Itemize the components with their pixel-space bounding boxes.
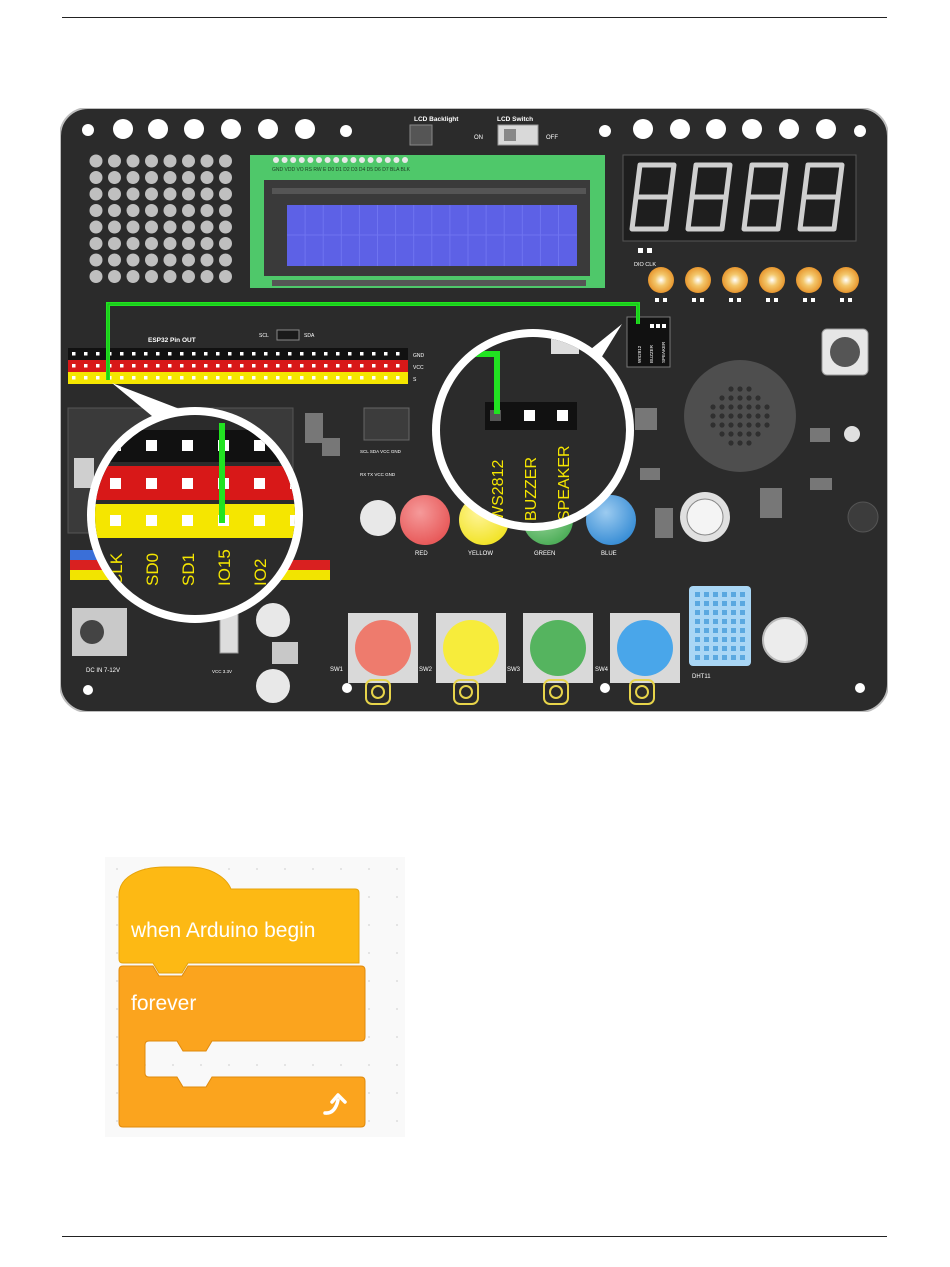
touch-pads [365,679,655,705]
loop-arrow-icon [323,1093,347,1115]
header-vcc-label: VCC [413,365,424,371]
led-green-label: GREEN [534,551,555,557]
sw4-label: SW4 [595,667,609,673]
header-gnd-label: GND [413,353,425,359]
lcd-pin-labels: GND VDD VO RS RW E D0 D1 D2 D3 D4 D5 D6 … [272,167,411,173]
top-holes [82,119,866,139]
green-wire [106,302,640,380]
sw3-label: SW3 [507,667,521,673]
zoom-left-label-io2: IO2 [251,559,270,586]
push-buttons [348,613,680,683]
led-red [400,495,450,545]
header-rule [62,17,887,18]
light-sensor [844,426,860,442]
led-yellow-label: YELLOW [468,551,493,557]
forever-block[interactable] [118,965,366,1128]
module-label-buzzer: BUZZER [649,344,654,363]
zoom-left-label-sd1: SD1 [179,553,198,586]
lcd-switch-off: OFF [546,135,558,141]
gold-ring-leds [648,267,859,302]
sw1-label: SW1 [330,667,344,673]
push-button-dark [847,501,879,533]
module-header [626,316,671,368]
zoom-right-label-speaker: SPEAKER [556,445,573,521]
dot-matrix [89,154,232,283]
led-blue [586,495,636,545]
forever-label: forever [131,992,196,1015]
pin-headers [68,348,408,384]
dht11-label: DHT11 [692,674,711,680]
esp32-board-wiring-diagram: LCD Backlight LCD Switch ON OFF GND VDD … [60,108,888,712]
scl-label: SCL [259,333,269,339]
dio-clk-label: DIO CLK [634,262,656,268]
sw2-label: SW2 [419,667,433,673]
zoom-right-label-ws2812: WS2812 [490,460,507,521]
zoom-bubble-right: WS2812 BUZZER SPEAKER [432,324,634,531]
block-code-canvas: when Arduino begin forever [105,857,405,1137]
header-s-label: S [413,377,417,383]
led-blue-label: BLUE [601,551,617,557]
dht11-sensor [689,586,751,666]
lcd-pin-holes [273,157,408,163]
i2c-header-label: SCL SDA VCC GND [360,449,402,454]
led-red-label: RED [415,551,428,557]
sensor-header-i2c [363,407,410,441]
module-label-ws2812: WS2812 [637,345,642,363]
zoom-left-label-io15: IO15 [215,549,234,586]
zoom-right-label-buzzer: BUZZER [523,457,540,521]
lcd-backlight-jumper [409,124,433,146]
lcd-switch-on: ON [474,135,483,141]
white-button [762,617,808,663]
uart-header-label: RX TX VCC GND [360,472,396,477]
lcd-backlight-label: LCD Backlight [414,116,459,123]
zoom-left-label-sd0: SD0 [143,553,162,586]
esp32-pinout-title: ESP32 Pin OUT [148,337,196,344]
led-white [360,500,396,536]
dc-in-label: DC IN 7-12V [86,668,120,674]
when-arduino-begin-block[interactable] [118,866,360,974]
sda-label: SDA [304,333,315,339]
lcd-switch-label: LCD Switch [497,116,533,123]
footer-rule [62,1236,887,1237]
vcc33-label: VCC 3.3V [212,669,232,674]
when-arduino-begin-label: when Arduino begin [130,919,315,942]
module-label-speaker: SPEAKER [661,341,666,363]
